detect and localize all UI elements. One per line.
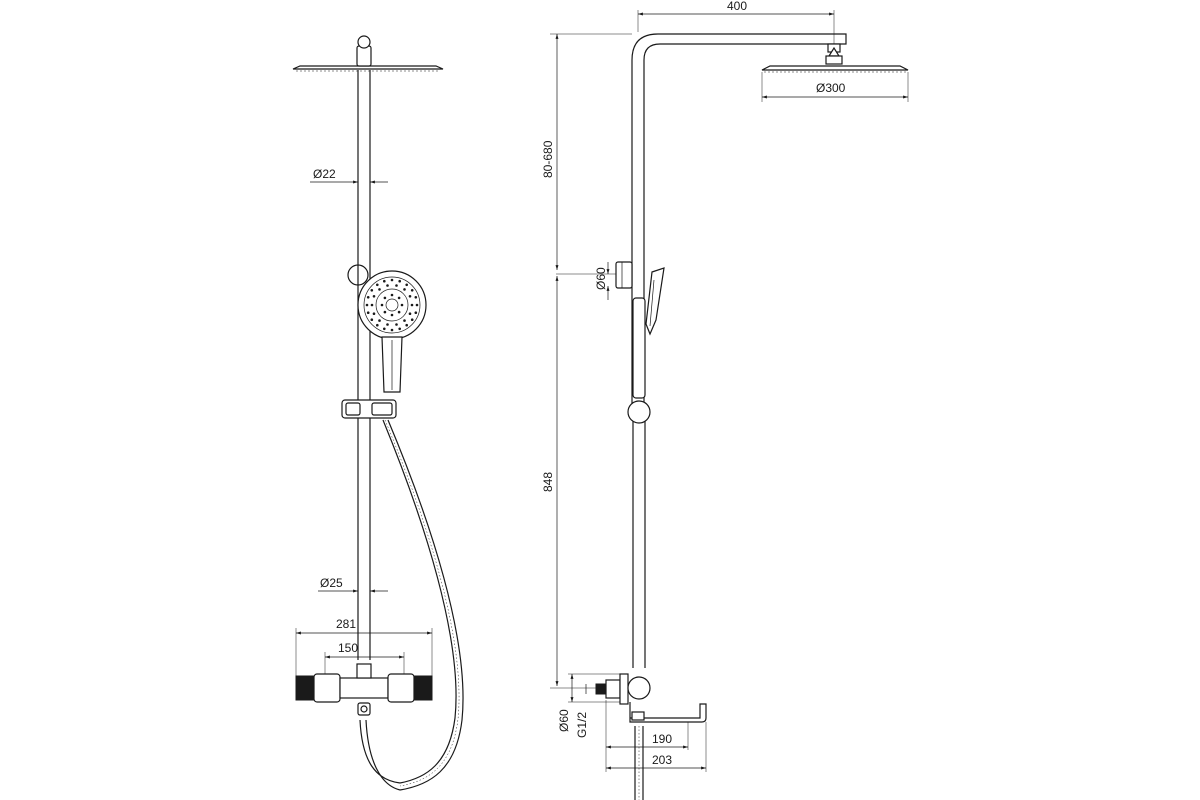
spray-nozzle-dot <box>370 318 374 322</box>
dim-spout-190: 190 <box>605 700 689 772</box>
spray-nozzle-dot <box>410 318 414 322</box>
spray-nozzle-dot <box>386 284 389 287</box>
spray-nozzle-dot <box>383 310 387 314</box>
dim-height-adjust-label: 80-680 <box>541 140 555 178</box>
dim-spout-203-label: 203 <box>652 753 672 767</box>
dim-head-diameter-label: Ø300 <box>816 81 846 95</box>
side-slide-knob <box>627 297 651 424</box>
spray-nozzle-dot <box>370 289 374 292</box>
dim-arm-length-label: 400 <box>727 0 747 13</box>
spray-nozzle-dot <box>383 327 386 331</box>
spray-nozzle-dot <box>380 303 384 307</box>
side-hand-shower <box>645 267 665 336</box>
front-mixer <box>295 663 433 716</box>
spray-nozzle-dot <box>372 312 376 316</box>
spray-nozzle-dot <box>378 288 381 291</box>
spray-nozzle-dot <box>366 311 370 315</box>
spray-nozzle-dot <box>390 328 394 332</box>
dim-height-adjust: 80-680 <box>541 33 632 270</box>
spray-nozzle-dot <box>390 278 394 282</box>
dim-inlet-thread-label: G1/2 <box>575 712 589 738</box>
spray-nozzle-dot <box>414 296 418 299</box>
dim-inlet-spacing: 150 <box>324 641 405 676</box>
dim-spout-190-label: 190 <box>652 732 672 746</box>
spray-nozzle-dot <box>383 279 386 283</box>
side-view: 400 Ø300 80-680 <box>541 0 909 800</box>
spray-nozzle-dot <box>408 312 412 316</box>
spray-nozzle-dot <box>372 295 376 298</box>
side-mixer <box>550 673 707 800</box>
dim-bracket-label: Ø60 <box>594 267 608 290</box>
dim-rod-top: Ø22 <box>310 167 388 184</box>
spray-nozzle-dot <box>403 288 406 291</box>
spray-nozzle-dot <box>403 319 406 322</box>
dim-escutcheon: Ø60 <box>557 674 574 732</box>
spray-nozzle-dot <box>395 323 398 326</box>
spray-nozzle-dot <box>400 303 404 307</box>
spray-nozzle-dot <box>398 327 402 331</box>
spray-nozzle-dot <box>390 293 394 297</box>
front-riser-rod <box>357 70 371 660</box>
spray-nozzle-dot <box>410 303 414 307</box>
spray-nozzle-dot <box>386 323 389 326</box>
spray-nozzle-dot <box>395 284 398 287</box>
spray-nozzle-dot <box>410 289 414 292</box>
front-rain-head <box>292 35 444 72</box>
dim-rod-top-label: Ø22 <box>313 167 336 181</box>
dim-inlet-thread: G1/2 <box>575 684 589 738</box>
spray-nozzle-dot <box>405 323 409 327</box>
dim-spout-203: 203 <box>606 722 707 772</box>
spray-nozzle-dot <box>405 283 409 287</box>
front-slide-bracket <box>341 399 397 419</box>
side-rain-head <box>761 43 909 73</box>
spray-nozzle-dot <box>378 319 381 322</box>
front-hand-shower <box>347 264 427 393</box>
spray-nozzle-dot <box>376 283 379 287</box>
spray-nozzle-dot <box>366 296 370 299</box>
spray-nozzle-dot <box>365 303 369 307</box>
dim-mixer-width-label: 281 <box>336 617 356 631</box>
dim-lower-height-label: 848 <box>541 472 555 492</box>
front-hose <box>359 419 464 791</box>
spray-nozzle-dot <box>397 296 401 300</box>
dim-escutcheon-label: Ø60 <box>557 709 571 732</box>
dim-mixer-width: 281 <box>295 617 433 676</box>
spray-nozzle-dot <box>376 323 379 327</box>
dim-head-diameter: Ø300 <box>761 72 909 102</box>
spray-nozzle-dot <box>408 295 412 298</box>
dim-rod-bottom-label: Ø25 <box>320 576 343 590</box>
spray-nozzle-dot <box>397 310 401 314</box>
dim-arm-length: 400 <box>637 0 835 44</box>
spray-nozzle-dot <box>414 311 418 315</box>
spray-nozzles <box>365 278 419 332</box>
spray-nozzle-dot <box>390 313 394 317</box>
dim-rod-bottom: Ø25 <box>318 576 388 593</box>
front-view: Ø22 <box>292 35 464 791</box>
dim-lower-height: 848 <box>541 276 559 686</box>
side-riser-arm <box>631 33 847 668</box>
dim-inlet-spacing-label: 150 <box>338 641 358 655</box>
spray-nozzle-dot <box>383 296 387 300</box>
spray-nozzle-dot <box>415 303 419 307</box>
side-wall-bracket: Ø60 <box>556 261 633 300</box>
spray-nozzle-dot <box>370 303 374 307</box>
spray-nozzle-dot <box>398 279 402 283</box>
